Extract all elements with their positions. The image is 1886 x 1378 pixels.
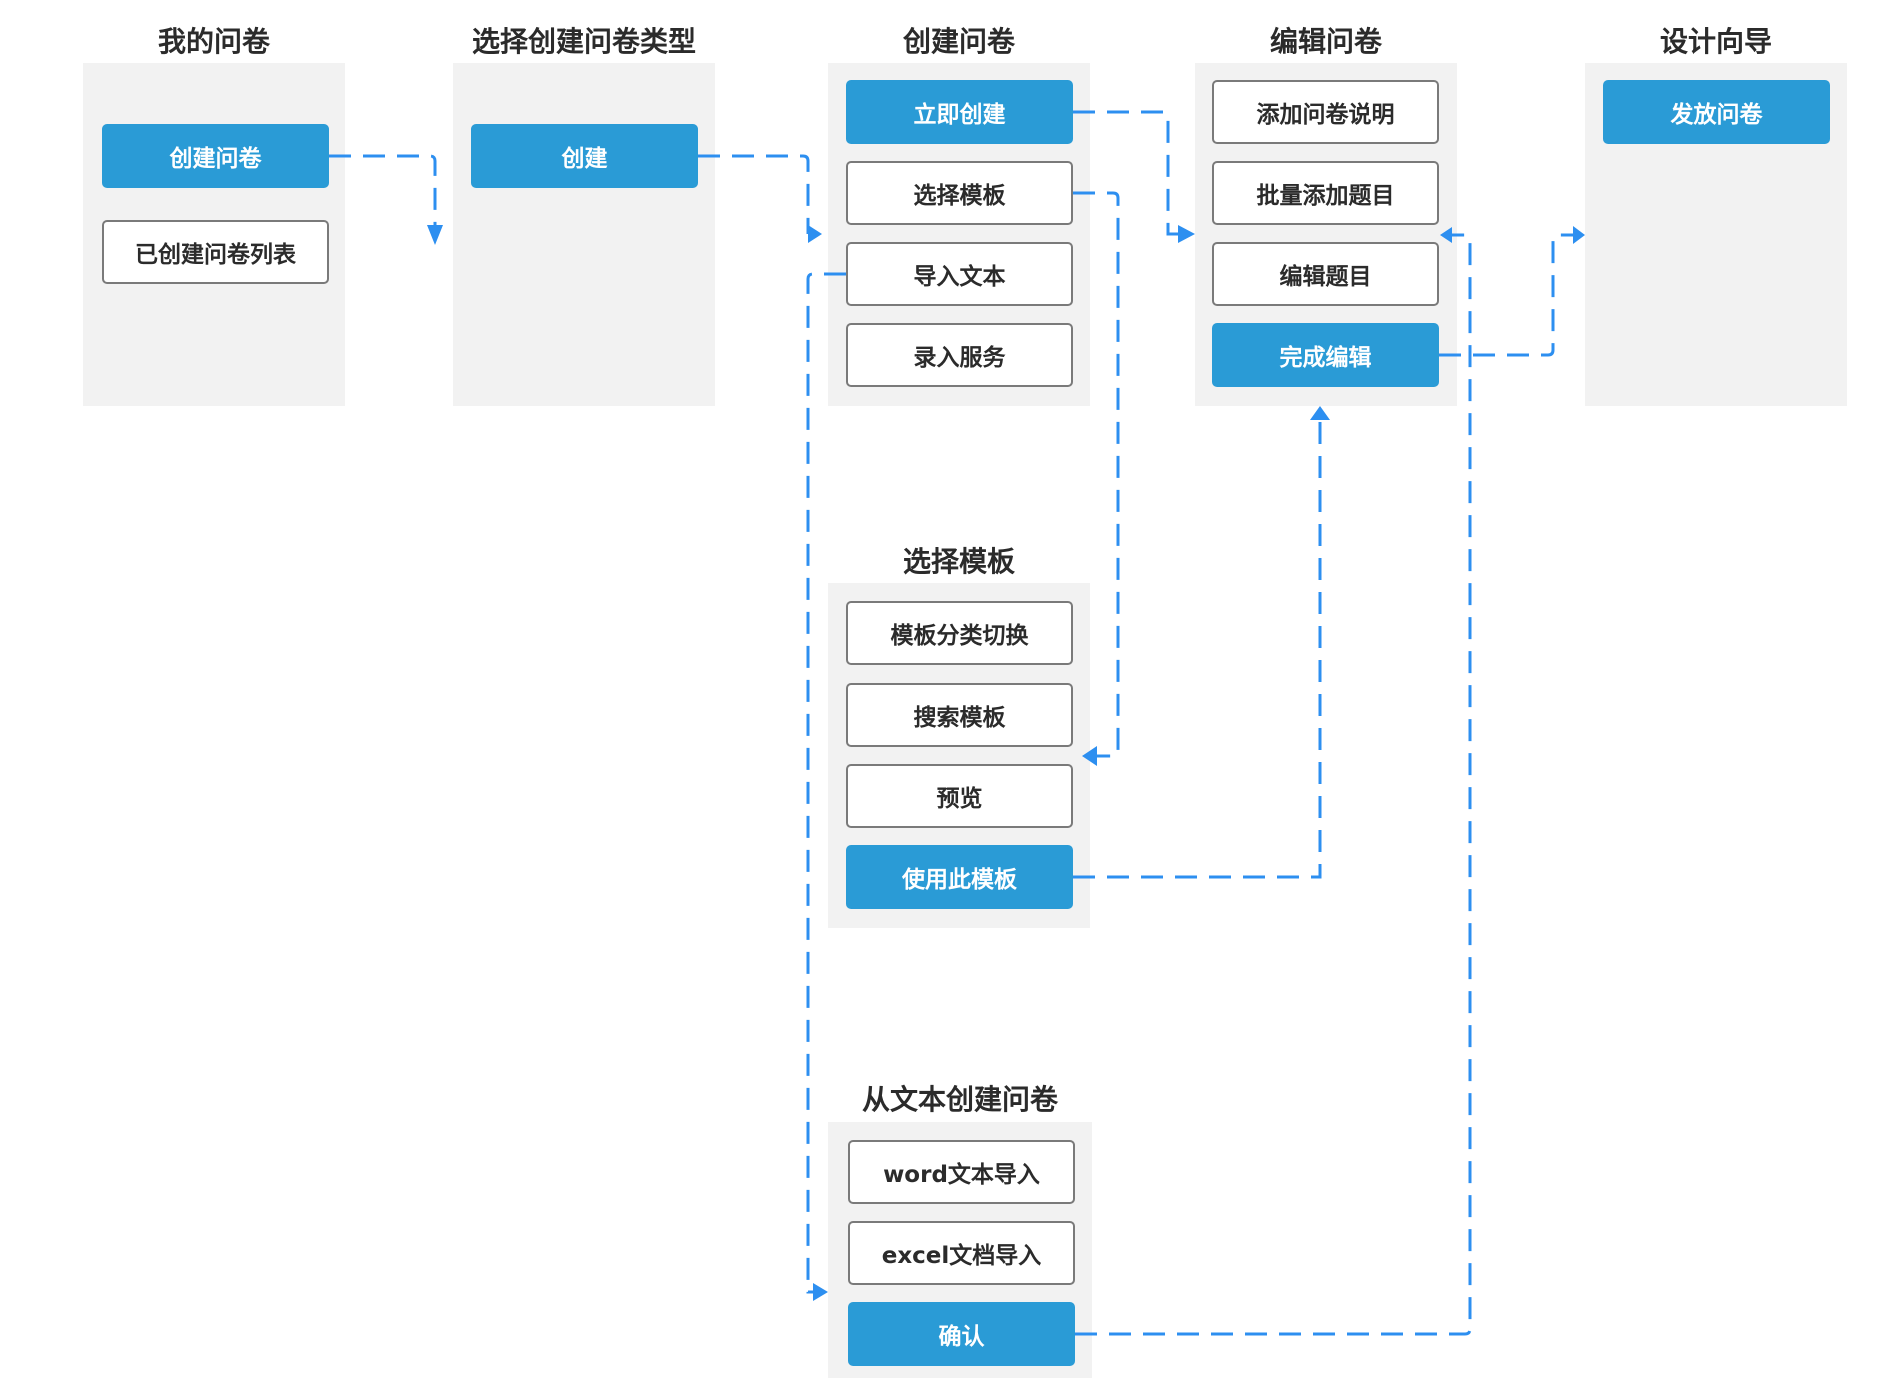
finish-editing-button[interactable]: 完成编辑 xyxy=(1212,323,1439,387)
select-template-button[interactable]: 选择模板 xyxy=(846,161,1073,225)
panel-title-my-questionnaires: 我的问卷 xyxy=(157,25,270,58)
create-questionnaire-button[interactable]: 创建问卷 xyxy=(102,124,329,188)
panel-title-select-template: 选择模板 xyxy=(902,545,1015,578)
arrow-head-edit-from-create-now xyxy=(1178,225,1195,243)
publish-questionnaire-button[interactable]: 发放问卷 xyxy=(1603,80,1830,144)
panel-title-text-import: 从文本创建问卷 xyxy=(861,1083,1058,1116)
batch-add-questions-button[interactable]: 批量添加题目 xyxy=(1212,161,1439,225)
arrow-head-create xyxy=(808,225,822,243)
edit-questions-button[interactable]: 编辑题目 xyxy=(1212,242,1439,306)
entry-service-button[interactable]: 录入服务 xyxy=(846,323,1073,387)
questionnaire-list-button[interactable]: 已创建问卷列表 xyxy=(102,220,329,284)
link-create-now-to-edit xyxy=(1073,110,1190,236)
create-now-button[interactable]: 立即创建 xyxy=(846,80,1073,144)
search-template-button[interactable]: 搜索模板 xyxy=(846,683,1073,747)
template-category-switch-button[interactable]: 模板分类切换 xyxy=(846,601,1073,665)
arrow-head-edit-from-template xyxy=(1310,406,1330,420)
arrow-head-type xyxy=(427,225,443,245)
import-text-button[interactable]: 导入文本 xyxy=(846,242,1073,306)
confirm-button[interactable]: 确认 xyxy=(848,1302,1075,1366)
word-import-button[interactable]: word文本导入 xyxy=(848,1140,1075,1204)
panel-select-type xyxy=(453,63,715,406)
arrow-head-text-panel xyxy=(813,1283,828,1301)
panel-title-edit-questionnaire: 编辑问卷 xyxy=(1269,25,1382,58)
add-description-button[interactable]: 添加问卷说明 xyxy=(1212,80,1439,144)
panel-title-create-questionnaire: 创建问卷 xyxy=(902,25,1015,58)
arrow-head-wizard xyxy=(1573,226,1585,244)
panel-title-select-type: 选择创建问卷类型 xyxy=(471,25,696,58)
link-use-template-to-edit xyxy=(1073,420,1322,879)
panel-title-design-wizard: 设计向导 xyxy=(1659,25,1772,58)
use-template-button[interactable]: 使用此模板 xyxy=(846,845,1073,909)
preview-button[interactable]: 预览 xyxy=(846,764,1073,828)
link-finish-to-wizard xyxy=(1439,233,1575,357)
create-button[interactable]: 创建 xyxy=(471,124,698,188)
excel-import-button[interactable]: excel文档导入 xyxy=(848,1221,1075,1285)
